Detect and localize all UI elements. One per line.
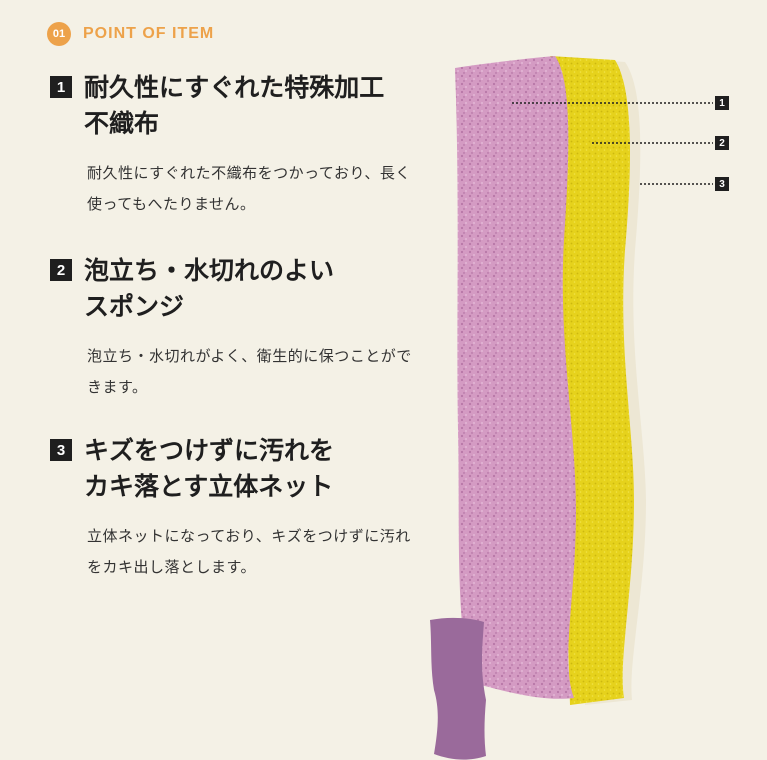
point-3: 3 キズをつけずに汚れを カキ落とす立体ネット 立体ネットになっており、キズをつ…: [50, 433, 430, 583]
point-description-1: 耐久性にすぐれた不織布をつかっており、長く使ってもへたりません。: [87, 164, 411, 213]
point-description-2: 泡立ち・水切れがよく、衛生的に保つことができます。: [87, 347, 412, 396]
section-number-badge: 01: [47, 22, 71, 46]
non-woven-layer: [455, 56, 576, 699]
sponge-image: [430, 56, 713, 760]
marker-1: 1: [715, 96, 729, 110]
point-number-3: 3: [50, 439, 72, 461]
marker-2: 2: [715, 136, 729, 150]
point-1: 1 耐久性にすぐれた特殊加工 不織布 耐久性にすぐれた不織布をつかっており、長く…: [50, 70, 430, 220]
marker-3: 3: [715, 177, 729, 191]
point-title-3: キズをつけずに汚れを カキ落とす立体ネット: [84, 436, 335, 501]
point-2: 2 泡立ち・水切れのよい スポンジ 泡立ち・水切れがよく、衛生的に保つことができ…: [50, 253, 430, 403]
point-number-2: 2: [50, 259, 72, 281]
purple-sample: [430, 617, 486, 760]
point-number-1: 1: [50, 76, 72, 98]
sponge-illustration: 1 2 3: [420, 50, 767, 760]
point-title-2: 泡立ち・水切れのよい スポンジ: [84, 256, 335, 321]
section-header: 01 POINT OF ITEM: [47, 22, 214, 46]
point-description-3: 立体ネットになっており、キズをつけずに汚れをカキ出し落とします。: [87, 527, 411, 576]
section-title: POINT OF ITEM: [83, 25, 215, 42]
point-title-1: 耐久性にすぐれた特殊加工 不織布: [84, 73, 385, 138]
